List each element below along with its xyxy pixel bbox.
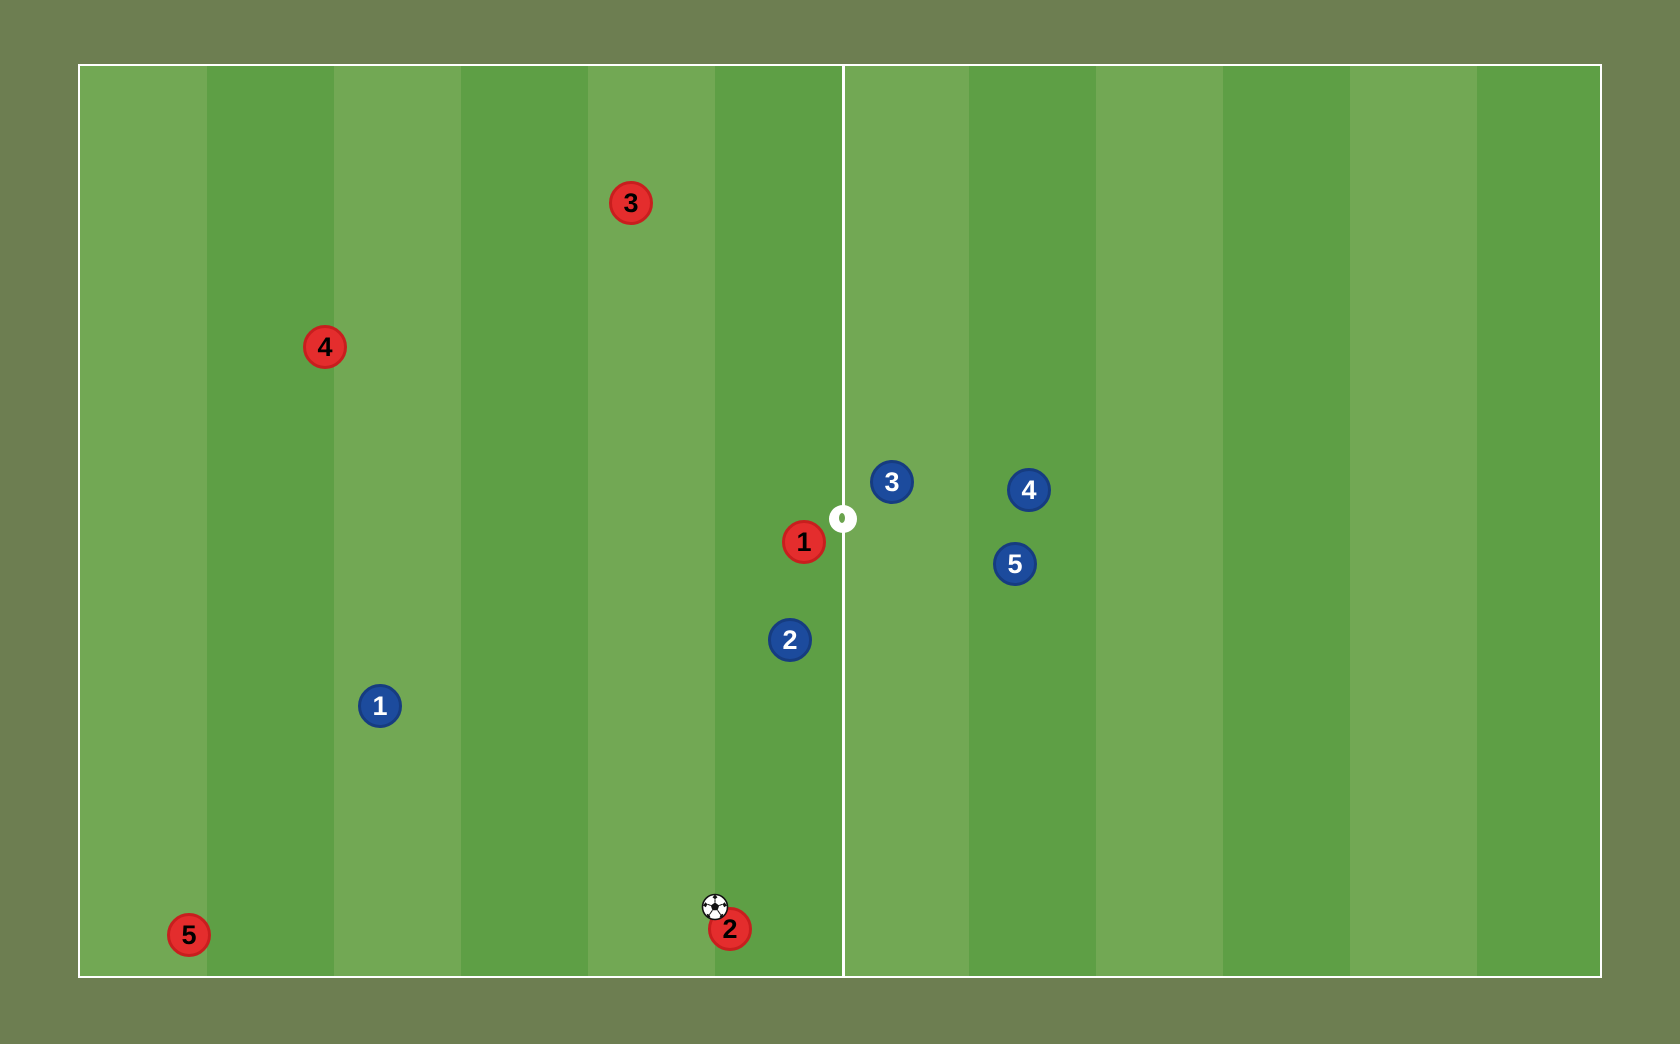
blue-player-2[interactable]: 2 — [768, 618, 812, 662]
blue-player-5[interactable]: 5 — [993, 542, 1037, 586]
red-player-2[interactable]: 2 — [708, 907, 752, 951]
red-player-1[interactable]: 1 — [782, 520, 826, 564]
red-player-3[interactable]: 3 — [609, 181, 653, 225]
blue-player-1[interactable]: 1 — [358, 684, 402, 728]
red-player-4[interactable]: 4 — [303, 325, 347, 369]
blue-player-4[interactable]: 4 — [1007, 468, 1051, 512]
center-spot — [829, 505, 857, 533]
red-player-5[interactable]: 5 — [167, 913, 211, 957]
soccer-ball-icon[interactable] — [701, 893, 729, 921]
blue-player-3[interactable]: 3 — [870, 460, 914, 504]
